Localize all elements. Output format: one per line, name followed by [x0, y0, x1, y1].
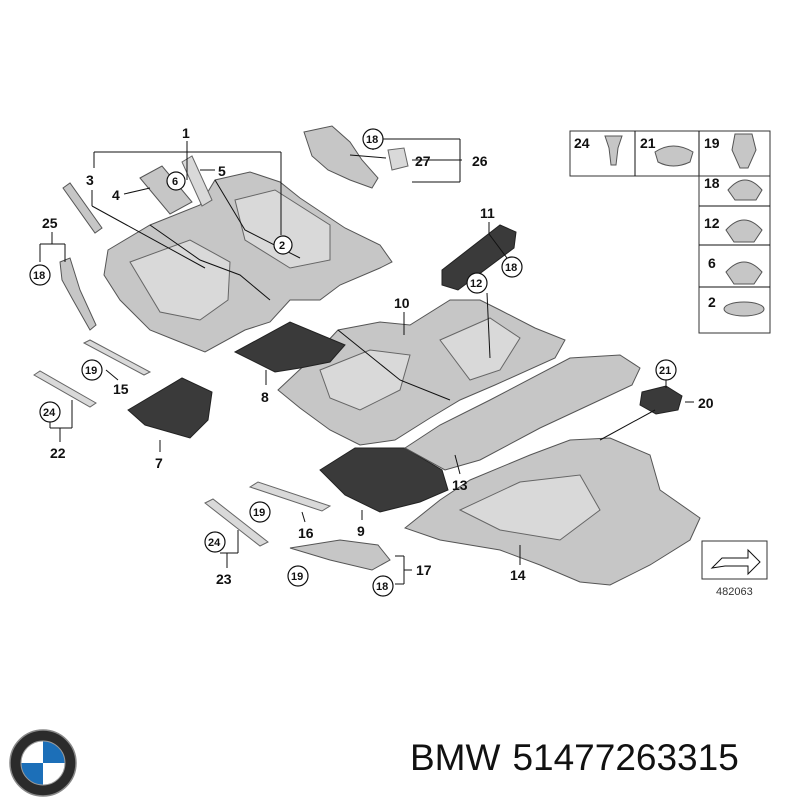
part-17-sill — [289, 539, 391, 571]
fastener-21-icon — [654, 145, 694, 167]
diagram-reference-box: 482063 — [701, 540, 768, 598]
footer-part-number-value: 51477263315 — [512, 737, 739, 778]
callout-19-a: 19 — [81, 359, 103, 381]
part-4-block — [139, 165, 193, 215]
label-14: 14 — [510, 567, 526, 583]
label-20: 20 — [698, 395, 714, 411]
part-13-panel — [404, 354, 641, 471]
callout-18-c: 18 — [501, 256, 523, 278]
label-17: 17 — [416, 562, 432, 578]
svg-text:6: 6 — [172, 176, 178, 188]
part-7-mat — [127, 377, 213, 439]
callout-18-d: 18 — [372, 575, 394, 597]
svg-text:19: 19 — [253, 507, 265, 519]
label-15: 15 — [113, 381, 129, 397]
svg-text:18: 18 — [366, 134, 378, 146]
label-4: 4 — [112, 187, 120, 203]
part-23-sill — [204, 498, 269, 547]
label-25: 25 — [42, 215, 58, 231]
svg-text:21: 21 — [659, 365, 671, 377]
label-7: 7 — [155, 455, 163, 471]
label-1: 1 — [182, 125, 190, 141]
svg-text:24: 24 — [43, 407, 56, 419]
label-5: 5 — [218, 163, 226, 179]
footer-part-number: BMW 51477263315 — [410, 737, 790, 787]
label-23: 23 — [216, 571, 232, 587]
part-14-underbody — [403, 437, 701, 586]
legend-label-6: 6 — [708, 255, 716, 271]
legend-label-18: 18 — [704, 175, 720, 191]
part-15-sill — [82, 339, 152, 376]
fastener-18-icon — [727, 179, 763, 201]
part-20-clip — [639, 385, 683, 415]
callout-24-b: 24 — [204, 531, 226, 553]
fastener-2-icon — [723, 301, 765, 317]
footer-brand: BMW — [410, 737, 501, 778]
callout-19-b: 19 — [249, 501, 271, 523]
label-26: 26 — [472, 153, 488, 169]
fastener-legend — [569, 130, 771, 334]
svg-text:19: 19 — [291, 571, 303, 583]
legend-label-21: 21 — [640, 135, 656, 151]
fastener-6-icon — [725, 261, 763, 285]
svg-text:12: 12 — [470, 278, 482, 290]
callout-18-b: 18 — [362, 128, 384, 150]
legend-label-2: 2 — [708, 294, 716, 310]
label-16: 16 — [298, 525, 314, 541]
label-22: 22 — [50, 445, 66, 461]
label-9: 9 — [357, 523, 365, 539]
part-9-mat — [319, 447, 449, 513]
svg-text:19: 19 — [85, 365, 97, 377]
label-10: 10 — [394, 295, 410, 311]
legend-label-12: 12 — [704, 215, 720, 231]
svg-text:18: 18 — [33, 270, 45, 282]
callout-19-c: 19 — [287, 565, 309, 587]
part-1-front-carpet — [103, 171, 393, 353]
part-22-sill — [33, 370, 97, 408]
label-13: 13 — [452, 477, 468, 493]
fastener-12-icon — [725, 219, 763, 243]
svg-text:18: 18 — [376, 581, 388, 593]
legend-label-19: 19 — [704, 135, 720, 151]
fastener-24-icon — [604, 135, 623, 166]
callout-12: 12 — [466, 272, 488, 294]
part-3-strip — [62, 182, 103, 234]
part-16-sill — [248, 481, 332, 512]
label-8: 8 — [261, 389, 269, 405]
part-25-side-trim — [59, 257, 97, 331]
callout-21: 21 — [655, 359, 677, 381]
svg-text:2: 2 — [279, 240, 285, 252]
legend-label-24: 24 — [574, 135, 590, 151]
part-10-rear-carpet — [277, 299, 566, 446]
label-3: 3 — [86, 172, 94, 188]
part-5-strip — [181, 155, 213, 207]
callout-6: 6 — [166, 171, 186, 191]
callout-24-a: 24 — [39, 401, 61, 423]
label-27: 27 — [415, 153, 431, 169]
diagram-code: 482063 — [716, 586, 753, 598]
callout-18-a: 18 — [29, 264, 51, 286]
part-26-bracket — [303, 125, 409, 189]
part-11-panel — [441, 224, 517, 291]
svg-text:24: 24 — [208, 537, 221, 549]
bmw-logo-icon — [9, 729, 77, 797]
fastener-19-icon — [731, 133, 757, 169]
svg-text:18: 18 — [505, 262, 517, 274]
label-11: 11 — [480, 205, 495, 221]
part-8-mat — [233, 321, 346, 373]
callout-2: 2 — [273, 235, 293, 255]
leader-lines — [39, 138, 694, 585]
